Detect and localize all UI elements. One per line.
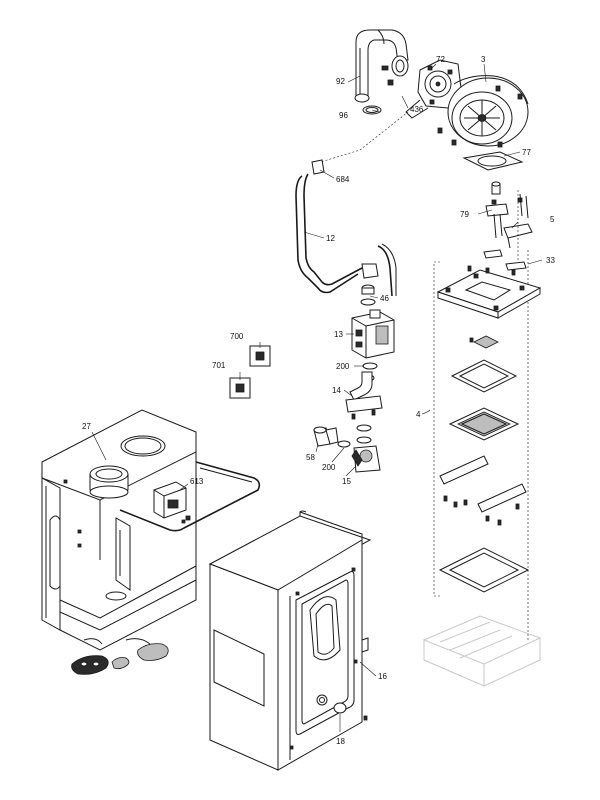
fitting-700-part xyxy=(249,345,271,367)
callout-92: 92 xyxy=(336,77,345,86)
callout-58: 58 xyxy=(306,453,315,462)
chassis-frame-part xyxy=(41,409,261,651)
leader-lines xyxy=(91,63,543,732)
electrode-assembly-part xyxy=(485,181,533,249)
blower-fan-part xyxy=(437,75,529,148)
callout-15: 15 xyxy=(342,477,351,486)
callout-14: 14 xyxy=(332,386,341,395)
callout-200-a: 200 xyxy=(336,362,350,371)
callout-18: 18 xyxy=(336,737,345,746)
callout-77: 77 xyxy=(522,148,531,157)
callout-701: 701 xyxy=(212,361,226,370)
callout-13: 13 xyxy=(334,330,343,339)
callout-436: 436 xyxy=(410,105,424,114)
callout-700: 700 xyxy=(230,332,244,341)
callout-684: 684 xyxy=(336,175,350,184)
burner-assembly-part xyxy=(422,190,542,687)
callout-200-b: 200 xyxy=(322,463,336,472)
flue-elbow-part xyxy=(354,29,409,103)
front-cover-part xyxy=(208,510,372,771)
switch-module-part xyxy=(153,481,191,521)
knob-part xyxy=(333,702,347,714)
pipe-elbow-part xyxy=(345,371,383,420)
callout-16: 16 xyxy=(378,672,387,681)
gas-tube-part xyxy=(295,159,397,297)
callout-79: 79 xyxy=(460,210,469,219)
callout-33: 33 xyxy=(546,256,555,265)
callout-96: 96 xyxy=(339,111,348,120)
gas-cock-part xyxy=(351,424,381,473)
part-callouts: 92 72 3 96 436 77 684 79 5 12 33 46 700 … xyxy=(82,55,555,746)
pipe-connector-part xyxy=(313,426,351,448)
grommet-part xyxy=(71,643,169,675)
callout-4: 4 xyxy=(416,410,421,419)
burner-ghost-outline xyxy=(422,615,542,687)
fitting-701-part xyxy=(229,377,251,399)
callout-46: 46 xyxy=(380,294,389,303)
nut-part xyxy=(360,284,376,306)
blower-gasket-part xyxy=(462,151,524,171)
callout-613: 613 xyxy=(190,477,204,486)
callout-5: 5 xyxy=(550,215,555,224)
callout-72: 72 xyxy=(436,55,445,64)
callout-3: 3 xyxy=(481,55,486,64)
callout-12: 12 xyxy=(326,234,335,243)
gas-valve-part xyxy=(351,309,395,359)
callout-27: 27 xyxy=(82,422,91,431)
